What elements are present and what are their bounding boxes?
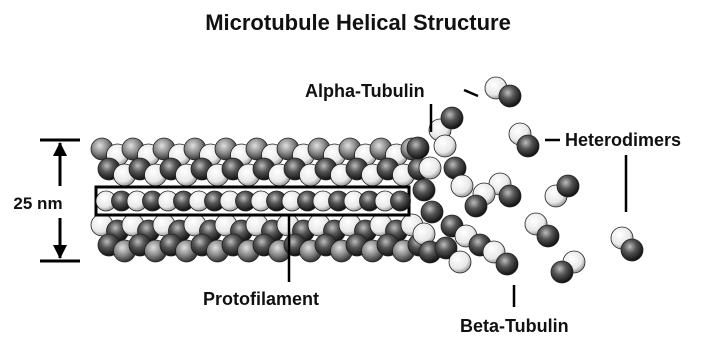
- heterodimer-beta: [499, 85, 521, 107]
- alpha-tubulin-connector: [464, 90, 478, 96]
- diagram-title: Microtubule Helical Structure: [205, 10, 511, 35]
- diameter-down-arrow: [53, 245, 67, 259]
- heterodimer-beta: [465, 195, 487, 217]
- heterodimer-beta: [557, 175, 579, 197]
- protofilament-subunit: [391, 191, 411, 211]
- diameter-label: 25 nm: [13, 194, 62, 213]
- diameter-up-arrow: [53, 142, 67, 156]
- tubulin-subunit: [441, 107, 463, 129]
- heterodimer-beta: [499, 185, 521, 207]
- protofilament-subunits: [96, 191, 411, 211]
- beta-tubulin-label: Beta-Tubulin: [460, 316, 569, 336]
- heterodimer-beta: [551, 261, 573, 283]
- heterodimers-label: Heterodimers: [565, 130, 681, 150]
- heterodimer-beta: [621, 239, 643, 261]
- alpha-tubulin-label: Alpha-Tubulin: [305, 81, 425, 101]
- protofilament-label: Protofilament: [203, 289, 319, 309]
- tubulin-subunit: [419, 157, 441, 179]
- tubulin-subunit: [421, 201, 443, 223]
- tubulin-subunit: [413, 179, 435, 201]
- tubulin-subunit: [451, 175, 473, 197]
- heterodimer-beta: [517, 135, 539, 157]
- tubulin-subunit: [407, 137, 429, 159]
- heterodimer-beta: [537, 225, 559, 247]
- tubulin-subunit: [496, 253, 518, 275]
- tubulin-subunit: [449, 251, 471, 273]
- tubulin-subunit: [434, 135, 456, 157]
- protofilament-strip: [96, 187, 411, 215]
